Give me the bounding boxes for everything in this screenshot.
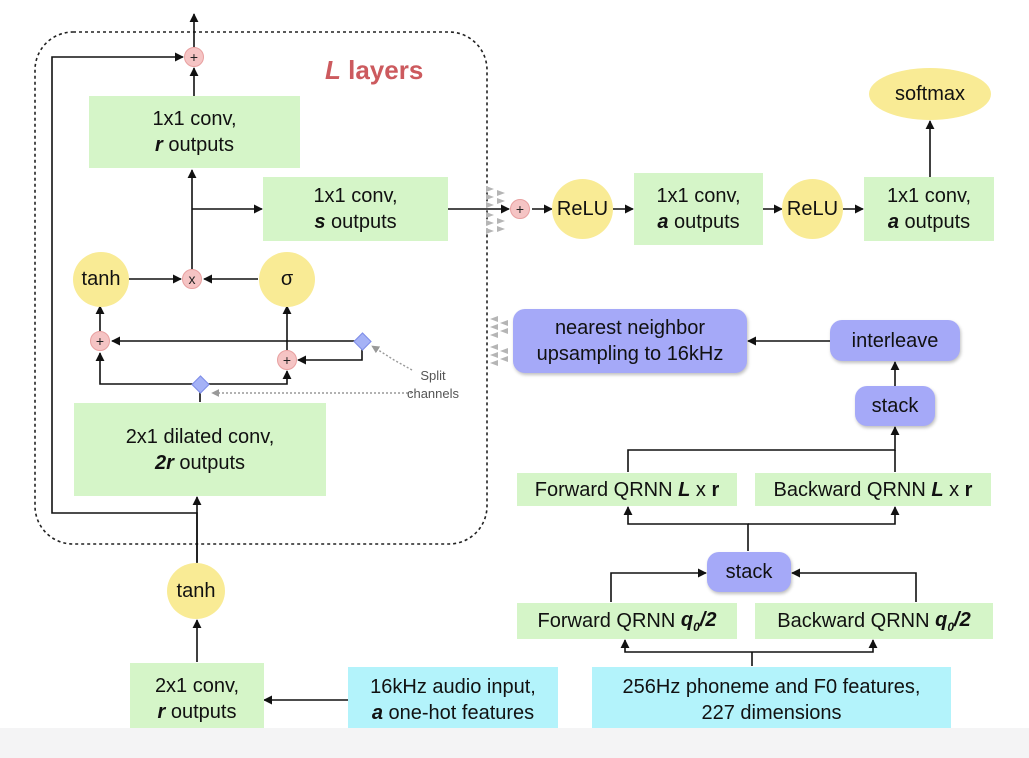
dilated-conv-box: 2x1 dilated conv, 2r outputs — [74, 403, 326, 496]
backward-qrnn-q-box: Backward QRNN q0/2 — [755, 603, 993, 639]
stacked-arrows-output — [486, 186, 505, 234]
forward-qrnn-L-box: Forward QRNN L x r — [517, 473, 737, 506]
tanh-input-ellipse: tanh — [167, 563, 225, 619]
conv-r-top-box: 1x1 conv, r outputs — [89, 96, 300, 168]
relu2-ellipse: ReLU — [782, 179, 843, 239]
stack-top-box: stack — [855, 386, 935, 426]
stack-bottom-box: stack — [707, 552, 791, 592]
gate-multiply-op: x — [182, 269, 202, 289]
stacked-arrows-condition — [490, 316, 508, 366]
tanh-gate-ellipse: tanh — [73, 252, 129, 307]
layers-title: L layers — [325, 55, 424, 85]
backward-qrnn-L-box: Backward QRNN L x r — [755, 473, 991, 506]
layers-region — [34, 31, 488, 545]
audio-input-box: 16kHz audio input, a one-hot features — [348, 667, 558, 733]
relu1-ellipse: ReLU — [552, 179, 613, 239]
conv-a2-box: 1x1 conv, a outputs — [864, 177, 994, 241]
residual-add-op: + — [184, 47, 204, 67]
bottom-bar — [0, 728, 1029, 758]
interleave-box: interleave — [830, 320, 960, 361]
softmax-ellipse: softmax — [869, 68, 991, 120]
sigma-gate-ellipse: σ — [259, 252, 315, 307]
conv-s-box: 1x1 conv, s outputs — [263, 177, 448, 241]
sigma-input-add-op: + — [277, 350, 297, 370]
output-add-op: + — [510, 199, 530, 219]
forward-qrnn-q-box: Forward QRNN q0/2 — [517, 603, 737, 639]
tanh-input-add-op: + — [90, 331, 110, 351]
split-channels-note: Split channels — [406, 368, 460, 401]
conv-a1-box: 1x1 conv, a outputs — [634, 173, 763, 245]
upsample-box: nearest neighbor upsampling to 16kHz — [513, 309, 747, 373]
conv-input-box: 2x1 conv, r outputs — [130, 663, 264, 735]
phoneme-input-box: 256Hz phoneme and F0 features, 227 dimen… — [592, 667, 951, 733]
